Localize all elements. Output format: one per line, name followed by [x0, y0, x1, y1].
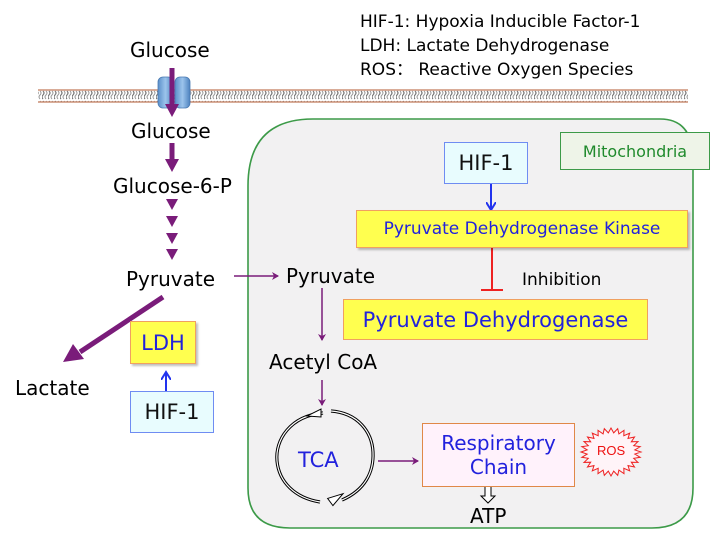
pyruvate-to-lactate-arrow	[63, 294, 165, 362]
ros-label: ROS	[597, 443, 626, 458]
mitochondria-label: Mitochondria	[582, 141, 688, 161]
legend-ros: ROS： Reactive Oxygen Species	[360, 60, 634, 80]
ldh-label: LDH	[141, 330, 185, 355]
ros-starburst-icon	[579, 426, 643, 478]
pdk-enzyme-box: Pyruvate Dehydrogenase Kinase	[356, 210, 688, 248]
lactate-label: Lactate	[15, 376, 90, 400]
pyruvate-cytosol-label: Pyruvate	[126, 267, 216, 291]
hif1-cytosol-box: HIF-1	[130, 391, 214, 433]
glucose-transporter-icon	[157, 76, 191, 109]
atp-label: ATP	[470, 504, 507, 528]
pyruvate-mito-label: Pyruvate	[286, 264, 376, 288]
glycolysis-steps-arrows	[166, 199, 178, 260]
respiratory-chain-line1: Respiratory	[441, 431, 556, 455]
tca-label: TCA	[298, 448, 339, 472]
hif1-mito-box: HIF-1	[444, 142, 528, 184]
respiratory-chain-line2: Chain	[469, 455, 528, 479]
inhibition-label: Inhibition	[522, 270, 602, 290]
tca-cycle-icon	[275, 408, 375, 507]
hif1-cytosol-label: HIF-1	[144, 400, 200, 424]
glucose-extracellular-label: Glucose	[130, 38, 210, 62]
hif1-mito-label: HIF-1	[458, 151, 514, 175]
respiratory-chain-box: Respiratory Chain	[422, 423, 575, 487]
glucose-intracellular-label: Glucose	[131, 119, 211, 143]
ldh-enzyme-box: LDH	[130, 321, 196, 364]
legend-hif1: HIF-1: Hypoxia Inducible Factor-1	[360, 12, 641, 32]
pdh-label: Pyruvate Dehydrogenase	[362, 307, 629, 332]
acetyl-coa-label: Acetyl CoA	[269, 350, 378, 374]
abbreviation-legend: HIF-1: Hypoxia Inducible Factor-1 LDH: L…	[360, 10, 640, 82]
pdh-enzyme-box: Pyruvate Dehydrogenase	[343, 299, 648, 340]
atp-production-arrow	[479, 485, 497, 504]
mitochondria-label-box: Mitochondria	[560, 132, 710, 170]
cell-membrane	[38, 89, 688, 103]
glucose-6-phosphate-label: Glucose-6-P	[113, 174, 232, 198]
transport-arrow	[165, 68, 179, 117]
hexokinase-arrow	[165, 143, 179, 172]
inhibition-bar	[481, 248, 503, 291]
pdk-label: Pyruvate Dehydrogenase Kinase	[383, 219, 661, 239]
legend-ldh: LDH: Lactate Dehydrogenase	[360, 36, 610, 56]
